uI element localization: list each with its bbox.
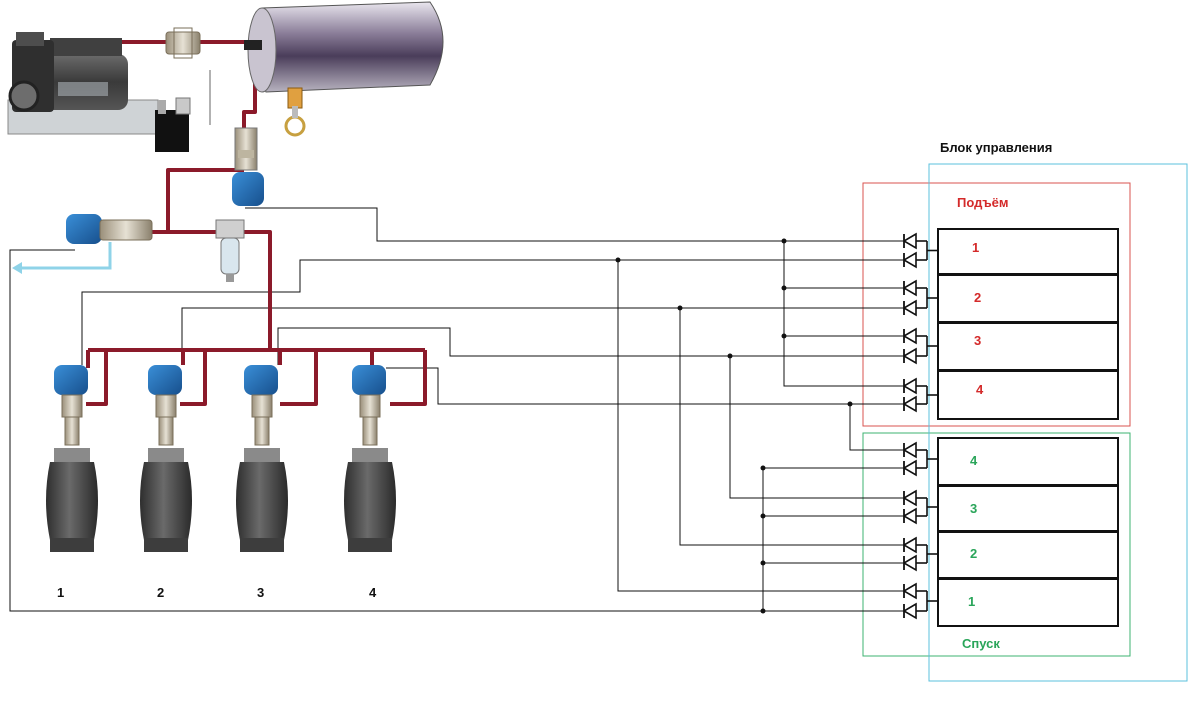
exhaust-arrow (12, 262, 22, 274)
raise-channel-label: 1 (972, 240, 980, 255)
raise-relay-3 (937, 322, 1119, 371)
wire-valve-2 (181, 307, 906, 365)
wire-exhaust-solenoid (9, 249, 906, 612)
diode-pair (902, 582, 938, 620)
diode-icon (902, 507, 927, 525)
lower-channel-label: 1 (968, 594, 976, 609)
raise-section-frame (862, 182, 1131, 427)
bellow-label: 2 (157, 585, 165, 600)
relay-boxes (937, 228, 1119, 627)
solenoid-valve-icon (244, 365, 278, 446)
water-separator-icon (215, 219, 245, 282)
wire-valve-3 (277, 327, 906, 365)
lower-relay-3 (937, 485, 1119, 532)
compressor-icon (7, 32, 159, 135)
control-block-title: Блок управления (940, 140, 1053, 155)
air-bellow-icon (46, 448, 98, 552)
control-block-frame (928, 163, 1188, 682)
wire-main-solenoid (245, 207, 906, 242)
diode-icon (902, 395, 927, 413)
solenoid-valve-icon (54, 365, 88, 446)
diode-pair (902, 279, 938, 317)
diode-pair (902, 536, 938, 572)
solenoid-valve-icon (148, 365, 182, 446)
drain-valve-icon (284, 87, 306, 137)
diode-pair (902, 232, 938, 269)
lower-channel-label: 4 (970, 453, 978, 468)
lower-channel-label: 2 (970, 546, 978, 561)
diode-icon (902, 602, 927, 620)
exhaust-line (22, 242, 112, 270)
diode-icon (902, 251, 927, 269)
lower-section-title: Спуск (962, 636, 1000, 651)
air-bellows (46, 448, 396, 552)
bellow-label: 3 (257, 585, 265, 600)
receiver-tank-icon (244, 1, 444, 93)
main-solenoid-icon (232, 127, 264, 206)
diode-icon (902, 377, 927, 395)
diode-icon (902, 299, 927, 317)
diode-icon (902, 489, 927, 507)
raise-relay-4 (937, 370, 1119, 420)
diode-icon (902, 347, 927, 365)
raise-section-title: Подъём (957, 195, 1009, 210)
wire-valve-4 (386, 367, 906, 405)
bellow-label: 4 (369, 585, 377, 600)
check-valve-icon (165, 27, 201, 59)
raise-channel-label: 4 (976, 382, 984, 397)
diode-pair (902, 489, 938, 525)
diode-pair (902, 377, 938, 413)
diode-icon (902, 459, 927, 477)
lower-channel-label: 3 (970, 501, 978, 516)
diode-pair (902, 441, 938, 477)
diode-icon (902, 232, 927, 250)
air-bellow-icon (344, 448, 396, 552)
raise-channel-label: 2 (974, 290, 982, 305)
raise-common-bus (783, 241, 906, 387)
lower-relay-2 (937, 531, 1119, 579)
raise-channel-label: 3 (974, 333, 982, 348)
lower-relay-1 (937, 578, 1119, 627)
pressure-switch-icon (155, 97, 191, 152)
lower-relay-4 (937, 437, 1119, 486)
bellow-valves (54, 365, 386, 446)
diode-icon (902, 441, 927, 459)
bellow-label: 1 (57, 585, 65, 600)
diode-icon (902, 536, 927, 554)
air-bellow-icon (140, 448, 192, 552)
diode-icon (902, 327, 927, 345)
lower-common-bus (762, 467, 906, 611)
wire-valve-1 (81, 259, 906, 365)
diode-pair (902, 327, 938, 365)
diode-array (902, 232, 938, 620)
exhaust-solenoid-icon (66, 214, 153, 244)
diode-icon (902, 582, 927, 600)
wire-junctions (615, 238, 853, 614)
air-bellow-icon (236, 448, 288, 552)
raise-relay-2 (937, 274, 1119, 323)
diode-icon (902, 554, 927, 572)
diode-icon (902, 279, 927, 297)
raise-relay-1 (937, 228, 1119, 275)
solenoid-valve-icon (352, 365, 386, 446)
